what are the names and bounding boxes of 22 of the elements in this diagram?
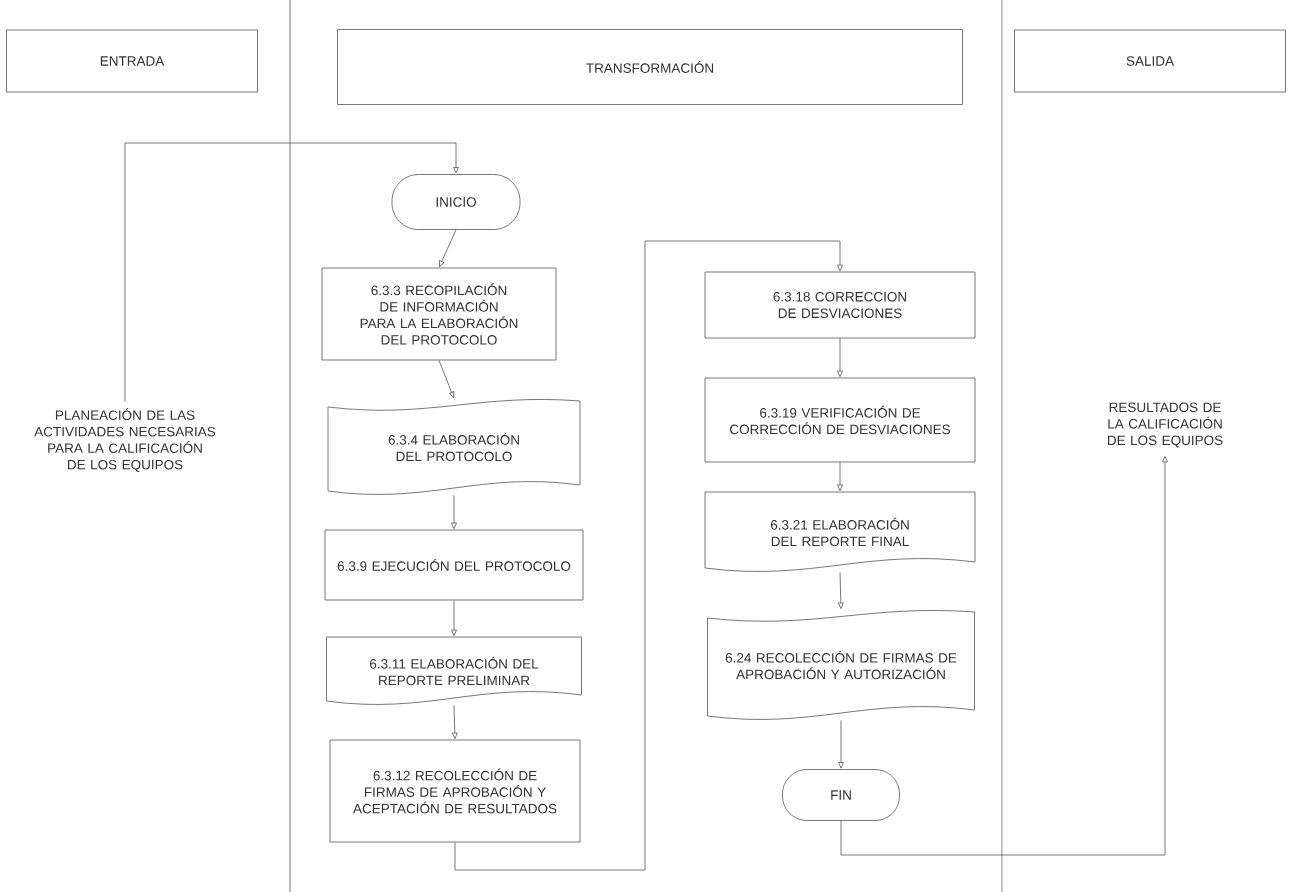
- text-label: PLANEACIÓN DE LAS ACTIVIDADES NECESARIAS PARA LA CALIFICACIÓN DE LOS EQUIPOS: [34, 408, 216, 472]
- arrow: [840, 456, 1168, 856]
- arrow: [439, 229, 457, 268]
- arrow: [837, 338, 843, 377]
- arrow: [451, 495, 457, 529]
- process-box: 6.3.12 RECOLECCIÓN DE FIRMAS DE APROBACIÓN Y ACEPTACIÓN DE RESULTADOS: [329, 739, 581, 843]
- arrow: [451, 600, 457, 636]
- process-box: 6.3.9 EJECUCIÓN DEL PROTOCOLO: [324, 529, 584, 601]
- arrow: [451, 705, 458, 739]
- lane-header-box: TRANSFORMACIÓN: [337, 29, 963, 105]
- process-box: 6.3.19 VERIFICACIÓN DE CORRECCIÓN DE DESVIACIONES: [704, 377, 976, 463]
- arrow: [454, 240, 843, 871]
- lane-header-box: SALIDA: [1014, 29, 1286, 93]
- arrow: [837, 572, 844, 609]
- lane-header-box: ENTRADA: [6, 29, 258, 93]
- process-box: 6.3.3 RECOPILACIÓN DE INFORMACIÓN PARA LA ELABORACIÓN DEL PROTOCOLO: [321, 267, 557, 361]
- arrow: [837, 462, 843, 491]
- arrow: [438, 360, 455, 399]
- process-box: 6.3.18 CORRECCION DE DESVIACIONES: [704, 271, 976, 339]
- arrow: [838, 720, 844, 769]
- text-label: RESULTADOS DE LA CALIFICACIÓN DE LOS EQUIPOS: [1108, 402, 1223, 448]
- arrow: [124, 142, 459, 402]
